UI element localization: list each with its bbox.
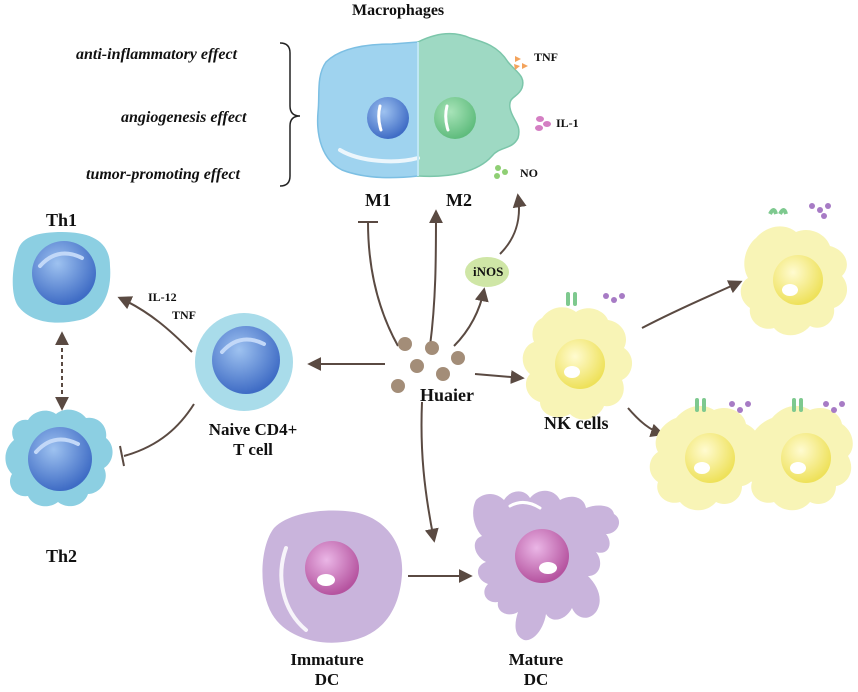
huaier-to-m2 [428, 209, 443, 347]
label-inos: iNOS [473, 264, 504, 279]
il1-icon [535, 116, 551, 131]
effect-anti-inflammatory: anti-inflammatory effect [76, 46, 238, 63]
no-icon [494, 165, 508, 179]
th2-cell [5, 409, 113, 507]
tnf-icon [514, 56, 528, 70]
nk-to-nk-bottom [627, 407, 665, 438]
m2-nucleus [434, 97, 476, 139]
label-mature-line1: Mature [508, 650, 564, 669]
naive-inhibits-th2 [123, 403, 195, 457]
label-naive-cd4: Naive CD4+ T cell [198, 420, 308, 460]
label-tnf-mediator: TNF [534, 50, 558, 64]
label-huaier: Huaier [420, 385, 474, 405]
label-nk-cells: NK cells [544, 413, 609, 433]
mature-dc [473, 490, 620, 641]
naive-to-th1 [117, 296, 193, 353]
nk-cell-center [522, 292, 633, 420]
naive-cd4-t-cell [195, 313, 293, 411]
huaier-particles-icon [391, 337, 465, 393]
label-immature-line2: DC [314, 670, 340, 689]
label-no: NO [520, 166, 538, 180]
label-immature-dc: Immature DC [272, 650, 382, 690]
label-m1: M1 [365, 190, 391, 210]
m1-nucleus [367, 97, 409, 139]
label-th1: Th1 [46, 210, 78, 230]
label-m2: M2 [446, 190, 472, 210]
effect-tumor-promoting: tumor-promoting effect [86, 166, 240, 183]
effects-bracket [279, 42, 301, 187]
macrophage-cell [316, 32, 524, 179]
huaier-to-inos [453, 287, 489, 347]
nk-cell-bottom-left [649, 398, 760, 511]
label-il1: IL-1 [556, 116, 579, 130]
th1-cell [12, 232, 111, 323]
m1-half [316, 41, 419, 179]
nk-to-nk-top [641, 280, 743, 329]
arrows [117, 193, 743, 583]
label-naive-line2: T cell [233, 440, 273, 459]
label-naive-line1: Naive CD4+ [208, 420, 298, 439]
label-il12: IL-12 [148, 290, 177, 304]
label-immature-line1: Immature [290, 650, 364, 669]
inos-node [465, 257, 509, 287]
nk-cell-top-right [740, 203, 848, 336]
huaier-to-mature-dc [420, 401, 439, 543]
label-mature-line2: DC [523, 670, 549, 689]
inos-to-no [499, 193, 527, 255]
title-macrophages: Macrophages [352, 2, 445, 19]
huaier-inhibits-m1 [367, 221, 399, 347]
effect-angiogenesis: angiogenesis effect [121, 109, 247, 126]
label-th2: Th2 [46, 546, 78, 566]
nk-cell-bottom-right [743, 398, 853, 511]
label-mature-dc: Mature DC [486, 650, 586, 690]
label-tnf-tcell: TNF [172, 308, 196, 322]
immature-dc [262, 510, 403, 643]
huaier-to-nk [474, 370, 525, 385]
